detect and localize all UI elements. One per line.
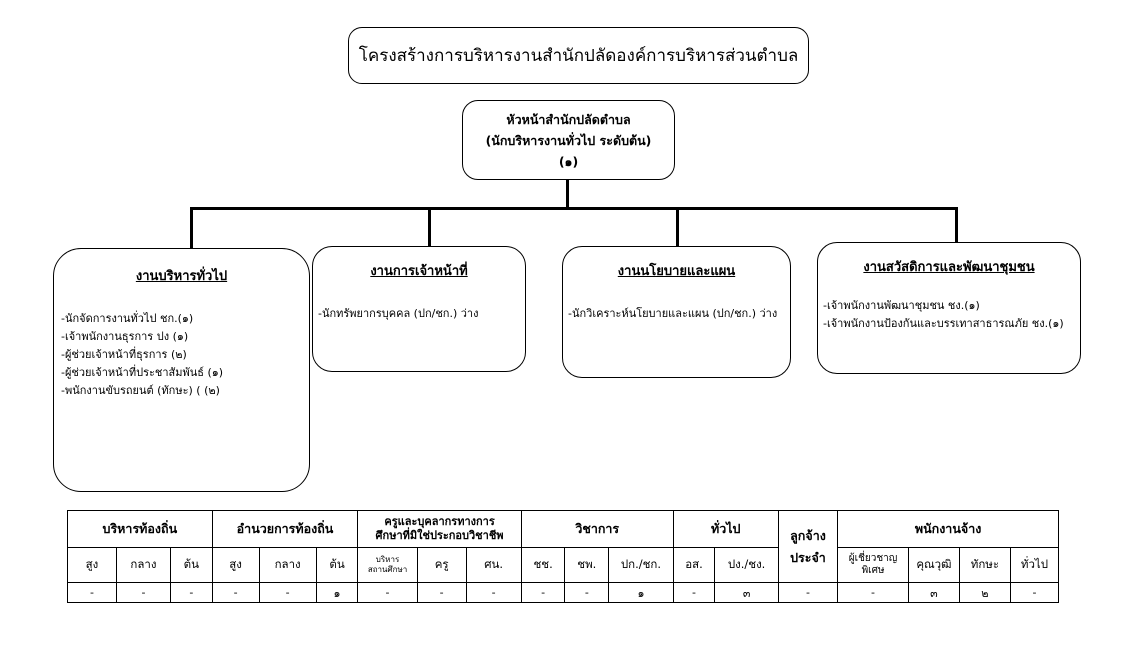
level-cell-special-expert: ผู้เชี่ยวชาญ พิเศษ — [837, 547, 909, 583]
dept-item: -พนักงานขับรถยนต์ (ทักษะ) ( (๒) — [61, 384, 220, 397]
dept-items-personnel: -นักทรัพยากรบุคคล (ปก/ชก.) ว่าง — [318, 305, 478, 323]
level-cell: ต้น — [315, 547, 359, 583]
dept-item: -นักวิเคราะห์นโยบายและแผน (ปก/ชก.) ว่าง — [568, 307, 778, 320]
level-special-expert-line1: ผู้เชี่ยวชาญ — [848, 553, 898, 564]
value-cell: - — [258, 582, 317, 603]
value-cell: ๒ — [958, 582, 1011, 603]
level-cell: ปก./ชก. — [608, 547, 674, 583]
dept-box-personnel: งานการเจ้าหน้าที่ -นักทรัพยากรบุคคล (ปก/… — [312, 246, 526, 372]
dept-item: -นักทรัพยากรบุคคล (ปก/ชก.) ว่าง — [318, 307, 479, 320]
dept-box-policy-plan: งานนโยบายและแผน -นักวิเคราะห์นโยบายและแผ… — [562, 246, 791, 378]
connector-drop-2 — [428, 207, 431, 246]
dept-title-policy-plan: งานนโยบายและแผน — [617, 264, 736, 279]
value-cell: ๓ — [714, 582, 779, 603]
dept-title-general-admin: งานบริหารทั่วไป — [135, 269, 228, 284]
level-cell: ชพ. — [564, 547, 610, 583]
value-cell: - — [1009, 582, 1060, 603]
dept-item: -ผู้ช่วยเจ้าหน้าที่ประชาสัมพันธ์ (๑) — [61, 366, 224, 379]
dept-title-personnel: งานการเจ้าหน้าที่ — [370, 264, 468, 279]
group-academic: วิชาการ — [520, 510, 674, 548]
group-permanent-line2: ประจำ — [790, 549, 826, 565]
dept-items-policy-plan: -นักวิเคราะห์นโยบายและแผน (ปก/ชก.) ว่าง — [568, 305, 777, 323]
dept-item: -ผู้ช่วยเจ้าหน้าที่ธุรการ (๒) — [61, 348, 187, 361]
group-contract-staff: พนักงานจ้าง — [837, 510, 1059, 548]
head-office-box: หัวหน้าสำนักปลัดตำบล (นักบริหารงานทั่วไป… — [462, 100, 675, 180]
table-header-groups: บริหารท้องถิ่น อำนวยการท้องถิ่น ครูและบุ… — [67, 510, 1059, 583]
level-cell: คุณวุฒิ — [907, 547, 960, 583]
dept-items-welfare: -เจ้าพนักงานพัฒนาชุมชน ชง.(๑) -เจ้าพนักง… — [823, 297, 1064, 333]
level-special-expert-line2: พิเศษ — [861, 565, 885, 576]
level-school-exec-line1: บริหาร — [375, 555, 400, 564]
table-row-values: - - - - - ๑ - - - - - ๑ - ๓ - - ๓ ๒ - — [67, 582, 1060, 603]
connector-drop-3 — [676, 207, 679, 246]
level-cell: ชช. — [520, 547, 566, 583]
value-cell: - — [520, 582, 566, 603]
level-cell: สูง — [211, 547, 260, 583]
dept-items-general-admin: -นักจัดการงานทั่วไป ชก.(๑) -เจ้าพนักงานธ… — [61, 310, 223, 400]
group-general: ทั่วไป — [672, 510, 779, 548]
value-cell: - — [67, 582, 117, 603]
group-education-line2: ศึกษาที่มิใช่ประกอบวิชาชีพ — [375, 529, 504, 542]
dept-box-welfare: งานสวัสดิการและพัฒนาชุมชน -เจ้าพนักงานพั… — [817, 242, 1081, 374]
value-cell: - — [564, 582, 610, 603]
dept-item: -เจ้าพนักงานธุรการ ปง (๑) — [61, 330, 189, 343]
level-cell: ต้น — [170, 547, 213, 583]
value-cell: - — [837, 582, 909, 603]
value-cell: - — [416, 582, 467, 603]
connector-vertical-main — [566, 180, 569, 209]
connector-drop-4 — [955, 207, 958, 242]
level-cell: อส. — [672, 547, 716, 583]
head-count: (๑) — [558, 153, 579, 169]
level-cell: ครู — [416, 547, 467, 583]
value-cell: - — [777, 582, 839, 603]
value-cell: - — [465, 582, 522, 603]
value-cell: - — [170, 582, 213, 603]
value-cell: ๓ — [907, 582, 960, 603]
value-cell: - — [115, 582, 172, 603]
dept-item: -เจ้าพนักงานป้องกันและบรรเทาสาธารณภัย ชง… — [823, 317, 1064, 330]
value-cell: - — [357, 582, 418, 603]
group-local-admin: บริหารท้องถิ่น — [67, 510, 213, 548]
level-cell: กลาง — [115, 547, 172, 583]
value-cell: ๑ — [608, 582, 674, 603]
level-cell: ทักษะ — [958, 547, 1011, 583]
dept-item: -นักจัดการงานทั่วไป ชก.(๑) — [61, 312, 194, 325]
level-cell: ทั่วไป — [1009, 547, 1060, 583]
group-permanent-line1: ลูกจ้าง — [790, 527, 826, 543]
connector-drop-1 — [190, 207, 193, 248]
dept-item: -เจ้าพนักงานพัฒนาชุมชน ชง.(๑) — [823, 299, 980, 312]
level-school-exec-line2: สถานศึกษา — [367, 565, 408, 574]
dept-title-welfare: งานสวัสดิการและพัฒนาชุมชน — [863, 260, 1035, 275]
dept-box-general-admin: งานบริหารทั่วไป -นักจัดการงานทั่วไป ชก.(… — [53, 248, 310, 492]
level-cell: ศน. — [465, 547, 522, 583]
value-cell: - — [672, 582, 716, 603]
head-position: (นักบริหารงานทั่วไป ระดับต้น) — [485, 132, 652, 148]
value-cell: ๑ — [315, 582, 359, 603]
staff-count-table: บริหารท้องถิ่น อำนวยการท้องถิ่น ครูและบุ… — [67, 510, 1060, 603]
value-cell: - — [211, 582, 260, 603]
level-cell: กลาง — [258, 547, 317, 583]
connector-horizontal-bus — [190, 207, 958, 210]
chart-title-text: โครงสร้างการบริหารงานสำนักปลัดองค์การบริ… — [358, 46, 799, 66]
head-title: หัวหน้าสำนักปลัดตำบล — [506, 111, 631, 127]
chart-title: โครงสร้างการบริหารงานสำนักปลัดองค์การบริ… — [348, 27, 809, 84]
level-cell: ปง./ชง. — [714, 547, 779, 583]
level-cell: สูง — [67, 547, 117, 583]
level-cell-school-exec: บริหาร สถานศึกษา — [357, 547, 418, 583]
group-education-staff: ครูและบุคลากรทางการ ศึกษาที่มิใช่ประกอบว… — [357, 510, 522, 548]
group-permanent-employee: ลูกจ้าง ประจำ — [777, 510, 839, 583]
table-header-levels: สูง กลาง ต้น สูง กลาง ต้น บริหาร สถานศึก… — [67, 547, 1060, 583]
group-local-director: อำนวยการท้องถิ่น — [211, 510, 359, 548]
group-education-line1: ครูและบุคลากรทางการ — [384, 515, 495, 528]
